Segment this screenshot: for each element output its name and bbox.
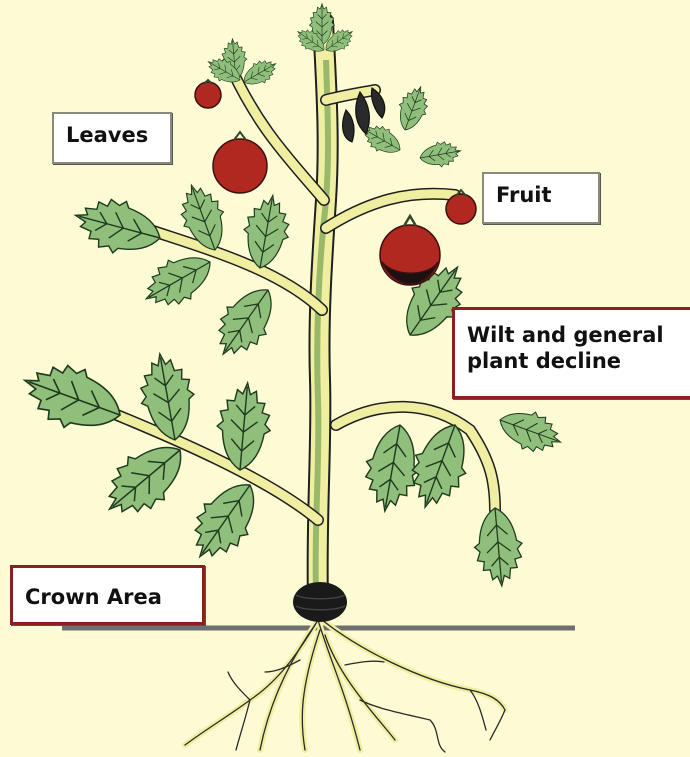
leaf: [471, 506, 525, 588]
leaf: [204, 276, 288, 367]
tomato-fruit: [213, 132, 267, 193]
label-wilt-decline: Wilt and general plant decline: [452, 307, 690, 399]
tomato-fruit: [195, 80, 221, 108]
label-leaves: Leaves: [52, 112, 172, 164]
roots: [185, 620, 505, 752]
leaf: [493, 402, 567, 461]
label-fruit: Fruit: [482, 172, 600, 224]
label-crown-area: Crown Area: [10, 565, 205, 625]
leaf: [14, 351, 130, 443]
leaf: [69, 190, 167, 264]
tomato-fruit-blossom-end-rot: [380, 216, 440, 285]
leaf: [418, 138, 463, 170]
crown-rot: [293, 582, 347, 622]
leaf: [392, 82, 434, 135]
